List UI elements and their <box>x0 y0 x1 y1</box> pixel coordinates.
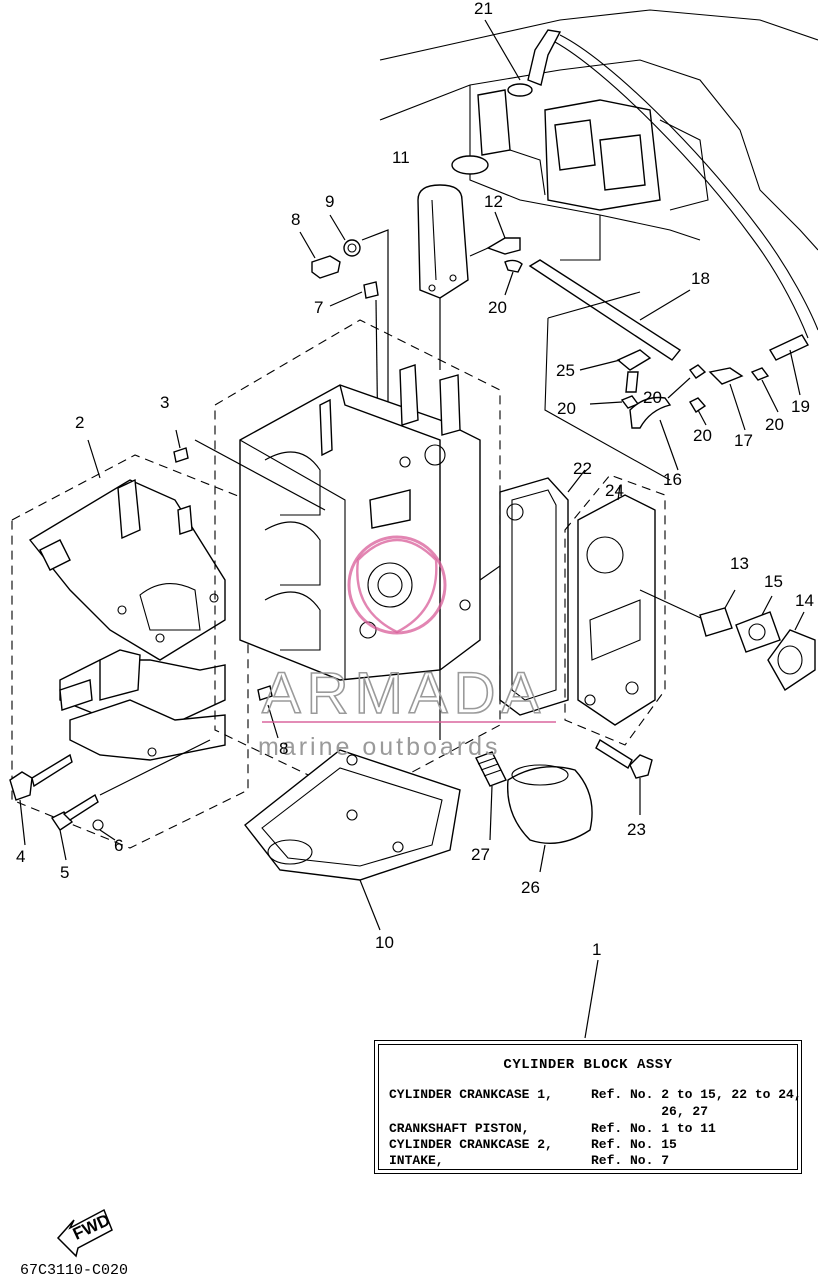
callout-20e: 20 <box>765 415 784 434</box>
callout-8a: 8 <box>291 210 300 229</box>
hose-fittings-cluster <box>544 291 809 481</box>
callout-18: 18 <box>691 269 710 288</box>
callout-26: 26 <box>521 878 540 897</box>
callout-19: 19 <box>791 397 810 416</box>
info-row-ref: Ref. No. 15 <box>591 1137 677 1152</box>
callout-14: 14 <box>795 591 814 610</box>
part-2-crankcase-half <box>11 439 249 849</box>
info-row-name: INTAKE, <box>389 1153 444 1168</box>
part-22-gasket <box>499 469 586 716</box>
callout-3: 3 <box>160 393 169 412</box>
callout-20b: 20 <box>643 388 662 407</box>
callout-17: 17 <box>734 431 753 450</box>
callout-24: 24 <box>605 481 624 500</box>
callout-8b: 8 <box>279 739 288 758</box>
callout-11: 11 <box>392 148 410 167</box>
callout-2: 2 <box>75 413 84 432</box>
cylinder-block <box>194 319 531 801</box>
armada-watermark: ARMADA marine outboards <box>258 535 556 761</box>
leader-1 <box>584 959 599 1039</box>
drawing-code: 67C3110-C020 <box>20 1262 128 1277</box>
part-10-gasket <box>244 749 461 931</box>
callout-27: 27 <box>471 845 490 864</box>
callout-6: 6 <box>114 836 123 855</box>
callout-20a: 20 <box>488 298 507 317</box>
watermark-tagline: marine outboards <box>258 733 501 761</box>
thermostat-stack <box>699 589 816 691</box>
callout-20d: 20 <box>693 426 712 445</box>
callout-12: 12 <box>484 192 503 211</box>
info-row-name: CYLINDER CRANKCASE 1, <box>389 1087 553 1102</box>
fwd-arrow-icon: FWD <box>56 1208 113 1258</box>
callout-16: 16 <box>663 470 682 489</box>
bolts-4-5-6 <box>9 739 211 861</box>
watermark-brand: ARMADA <box>262 661 546 726</box>
callout-5: 5 <box>60 863 69 882</box>
callout-13: 13 <box>730 554 749 573</box>
info-row-name: CRANKSHAFT PISTON, <box>389 1121 530 1136</box>
upper-engine-assembly <box>379 9 818 339</box>
callout-21: 21 <box>474 0 493 18</box>
callout-10: 10 <box>375 933 394 952</box>
part-18-hose <box>528 259 691 361</box>
info-row-name: CYLINDER CRANKCASE 2, <box>389 1137 553 1152</box>
callout-15: 15 <box>764 572 783 591</box>
part-12-bolt <box>469 237 523 273</box>
info-row-ref: 26, 27 <box>591 1104 709 1119</box>
info-row-ref: Ref. No. 2 to 15, 22 to 24, <box>591 1087 802 1102</box>
callout-22: 22 <box>573 459 592 478</box>
callout-4: 4 <box>16 847 25 866</box>
callout-20c: 20 <box>557 399 576 418</box>
callout-9: 9 <box>325 192 334 211</box>
part-24-exhaust-cover <box>564 474 706 746</box>
callout-1: 1 <box>592 940 601 959</box>
part-23-bolt <box>595 738 653 815</box>
info-box-inner-border: CYLINDER BLOCK ASSY CYLINDER CRANKCASE 1… <box>378 1044 802 1170</box>
oil-filter-parts <box>475 751 593 873</box>
cylinder-block-assy-info-box: CYLINDER BLOCK ASSY CYLINDER CRANKCASE 1… <box>374 1040 802 1174</box>
callout-25: 25 <box>556 361 575 380</box>
info-box-title: CYLINDER BLOCK ASSY <box>503 1057 673 1073</box>
info-row-ref: Ref. No. 1 to 11 <box>591 1121 716 1136</box>
part-11-bracket <box>417 184 469 370</box>
parts-7-8-9 <box>311 229 389 470</box>
callout-7: 7 <box>314 298 323 317</box>
callout-23: 23 <box>627 820 646 839</box>
info-row-ref: Ref. No. 7 <box>591 1153 670 1168</box>
